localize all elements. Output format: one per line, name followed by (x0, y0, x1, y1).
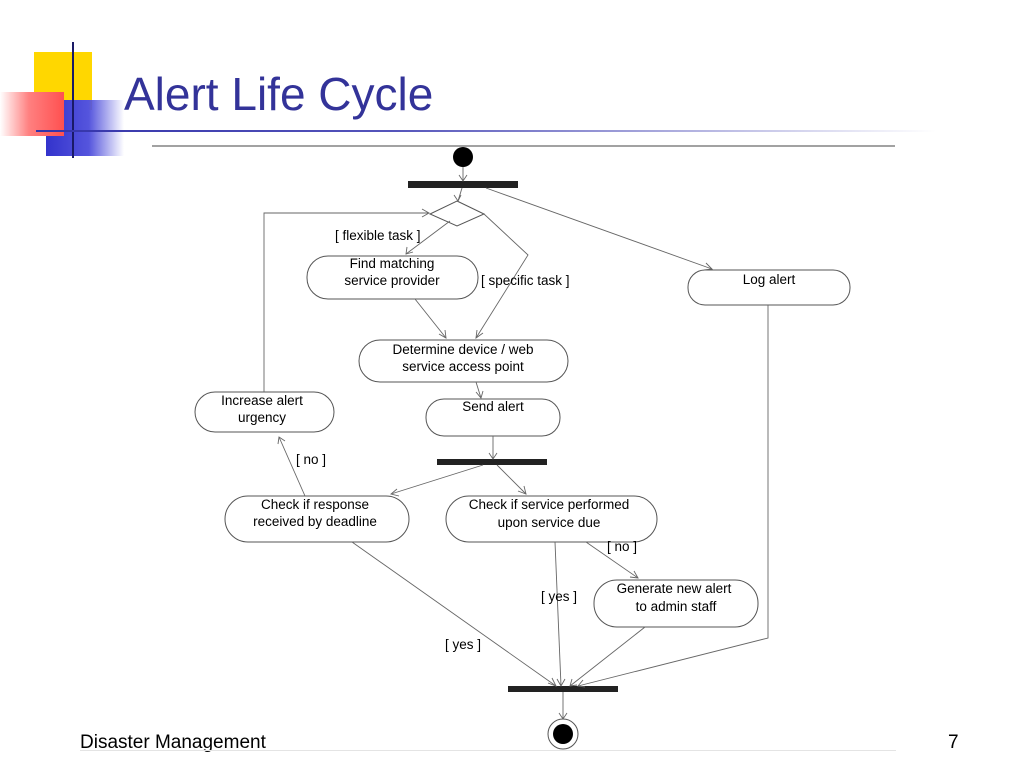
activity-log-alert: Log alert (687, 269, 851, 306)
arrowhead (703, 262, 713, 271)
final-node (547, 718, 579, 750)
activity-label-line: to admin staff (636, 599, 717, 614)
arrowhead (277, 436, 286, 445)
activity-label-line: Check if service performed (469, 497, 630, 512)
flow-determine-to-send (475, 381, 482, 399)
flow-fork-to-check-response (390, 464, 484, 495)
arrowhead (421, 208, 430, 218)
activity-label-line: Generate new alert (617, 581, 732, 596)
activity-find-matching-provider: Find matching service provider (306, 255, 479, 300)
activity-label-line: urgency (238, 410, 286, 425)
arrowhead (517, 485, 527, 495)
flow-generate-to-join (569, 626, 646, 687)
arrowhead (488, 452, 498, 460)
activity-label: Log alert (743, 272, 796, 287)
activity-label-line: upon service due (498, 515, 601, 530)
initial-node (453, 147, 473, 167)
flow-find-provider-to-determine (414, 298, 447, 339)
arrowhead (629, 570, 639, 579)
arrowhead (569, 678, 578, 687)
flow-response-yes-to-join (351, 541, 557, 687)
activity-label-line: service access point (402, 359, 524, 374)
flow-fork-to-check-service (496, 464, 527, 495)
activity-label-line: service provider (344, 273, 440, 288)
title-underline (36, 130, 936, 132)
guard-flexible-task: [ flexible task ] (335, 228, 421, 243)
guard-specific-task: [ specific task ] (481, 273, 570, 288)
arrowhead (558, 712, 568, 720)
activity-check-response-deadline: Check if response received by deadline (224, 495, 410, 543)
guard-response-yes: [ yes ] (445, 637, 481, 652)
guard-service-no: [ no ] (607, 539, 637, 554)
flow-decision-to-find-provider (405, 220, 451, 255)
flow-response-no-to-increase-urgency (278, 436, 306, 497)
flow-urgency-loop-to-decision (263, 212, 429, 392)
activity-label-line: received by deadline (253, 514, 377, 529)
arrowhead (475, 329, 484, 339)
activity-label-line: Find matching (350, 256, 435, 271)
activity-label-line: Determine device / web (392, 342, 533, 357)
join-bar-bottom (508, 686, 618, 692)
fork-bar-middle (437, 459, 547, 465)
activity-label-line: Increase alert (221, 393, 303, 408)
flow-service-yes-to-join (554, 541, 562, 687)
decision-node (428, 200, 486, 227)
activity-label: Send alert (462, 399, 524, 414)
arrowhead (438, 329, 447, 339)
page-number: 7 (948, 732, 959, 753)
guard-service-yes: [ yes ] (541, 589, 577, 604)
arrowhead (458, 174, 468, 182)
arrowhead (547, 677, 557, 687)
arrowhead (577, 679, 586, 688)
activity-check-service-performed: Check if service performed upon service … (445, 495, 658, 543)
activity-increase-alert-urgency: Increase alert urgency (194, 391, 335, 433)
arrowhead (556, 678, 566, 687)
decor-vertical-line (72, 42, 74, 158)
arrowhead (390, 488, 400, 497)
arrowhead (475, 390, 484, 399)
arrowhead (453, 194, 462, 202)
flow-decision-to-determine-specific (475, 213, 529, 339)
flow-log-alert-to-join (577, 305, 769, 687)
arrowhead (405, 246, 414, 255)
decor-red-square (0, 92, 64, 136)
activity-label-line: Check if response (261, 497, 369, 512)
activity-generate-new-alert: Generate new alert to admin staff (593, 579, 759, 628)
footer-text: Disaster Management (80, 732, 266, 753)
guard-response-no: [ no ] (296, 452, 326, 467)
flow-fork-to-log-alert (485, 187, 713, 270)
flow-service-no-to-generate (585, 541, 639, 579)
fork-bar-top (408, 181, 518, 188)
activity-determine-access-point: Determine device / web service access po… (358, 339, 569, 383)
footer-rule (80, 750, 896, 751)
activity-send-alert: Send alert (425, 398, 561, 437)
slide-title: Alert Life Cycle (124, 68, 434, 120)
